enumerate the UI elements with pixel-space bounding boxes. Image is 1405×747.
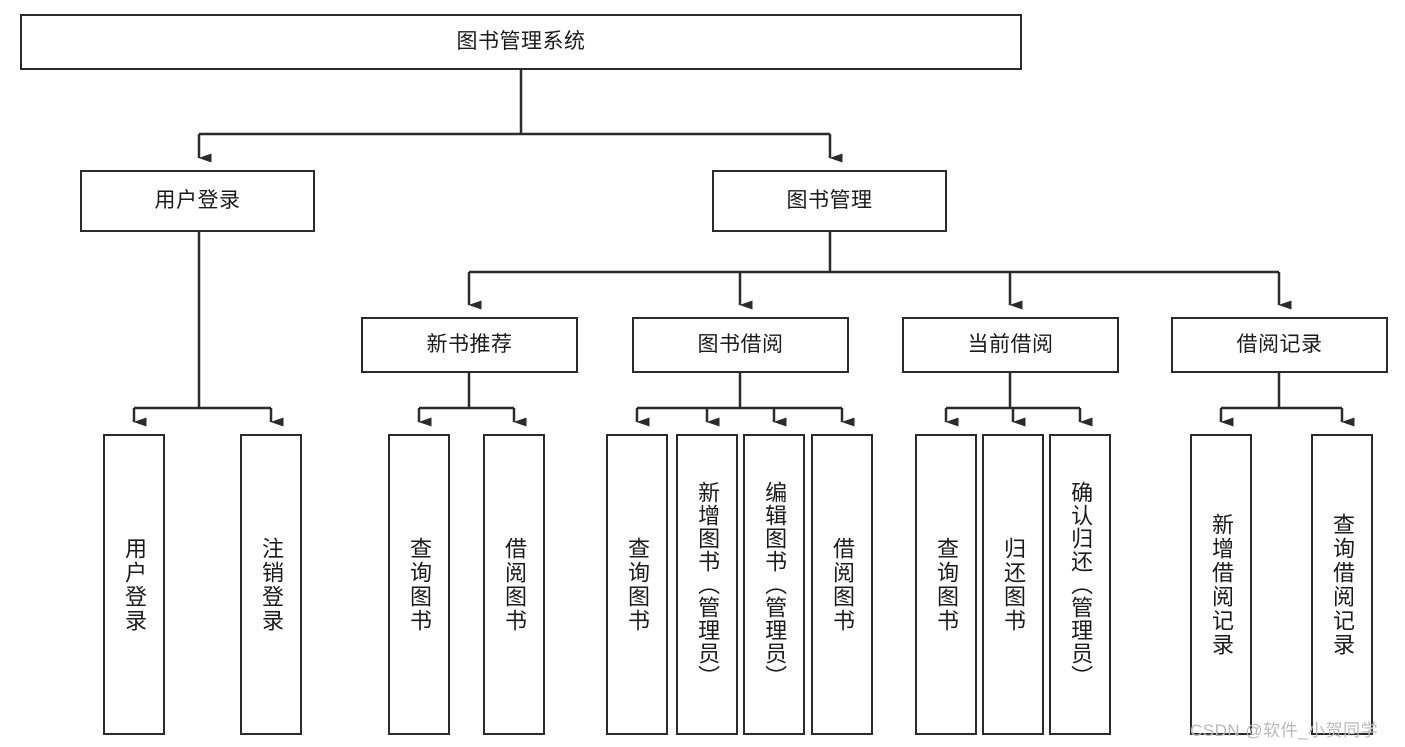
node-borrow-record[interactable]: 借阅记录 [1171, 317, 1388, 373]
node-leaf-edit-book[interactable]: 编辑图书（管理员） [743, 434, 805, 735]
node-leaf-borrow-book-2[interactable]: 借阅图书 [811, 434, 873, 735]
node-leaf-borrow-book-1[interactable]: 借阅图书 [483, 434, 545, 735]
node-new-book-rec-label: 新书推荐 [426, 332, 513, 356]
node-leaf-borrow-book-2-label: 借阅图书 [829, 536, 855, 633]
node-leaf-add-record-label: 新增借阅记录 [1208, 512, 1234, 657]
node-borrow-record-label: 借阅记录 [1236, 332, 1323, 356]
node-leaf-query-book-2[interactable]: 查询图书 [606, 434, 668, 735]
node-user-login-label: 用户登录 [154, 188, 241, 212]
node-leaf-query-book-2-label: 查询图书 [624, 536, 650, 633]
node-leaf-query-book-1-label: 查询图书 [406, 536, 432, 633]
node-leaf-add-book[interactable]: 新增图书（管理员） [676, 434, 738, 735]
node-leaf-user-logout[interactable]: 注销登录 [240, 434, 302, 735]
csdn-watermark: CSDN @软件_小贺同学 [1190, 721, 1379, 740]
node-leaf-confirm-return[interactable]: 确认归还（管理员） [1049, 434, 1111, 735]
node-book-borrow-label: 图书借阅 [697, 332, 784, 356]
node-leaf-user-login[interactable]: 用户登录 [103, 434, 165, 735]
node-leaf-add-book-label: 新增图书（管理员） [695, 481, 721, 688]
node-leaf-user-login-label: 用户登录 [121, 536, 147, 633]
node-leaf-edit-book-label: 编辑图书（管理员） [762, 481, 788, 688]
node-leaf-query-record[interactable]: 查询借阅记录 [1311, 434, 1373, 735]
node-leaf-query-record-label: 查询借阅记录 [1329, 512, 1355, 657]
node-root[interactable]: 图书管理系统 [20, 14, 1022, 70]
node-book-manage-label: 图书管理 [786, 188, 873, 212]
node-leaf-return-book-label: 归还图书 [1000, 536, 1026, 633]
node-leaf-query-book-1[interactable]: 查询图书 [388, 434, 450, 735]
node-leaf-user-logout-label: 注销登录 [258, 536, 284, 633]
node-root-label: 图书管理系统 [456, 29, 586, 53]
node-leaf-query-book-3[interactable]: 查询图书 [915, 434, 977, 735]
node-user-login[interactable]: 用户登录 [80, 170, 315, 232]
node-leaf-return-book[interactable]: 归还图书 [982, 434, 1044, 735]
node-leaf-confirm-return-label: 确认归还（管理员） [1068, 481, 1094, 688]
node-leaf-borrow-book-1-label: 借阅图书 [501, 536, 527, 633]
node-book-manage[interactable]: 图书管理 [712, 170, 947, 232]
node-leaf-query-book-3-label: 查询图书 [933, 536, 959, 633]
node-current-borrow-label: 当前借阅 [967, 332, 1054, 356]
node-leaf-add-record[interactable]: 新增借阅记录 [1190, 434, 1252, 735]
node-current-borrow[interactable]: 当前借阅 [902, 317, 1119, 373]
node-new-book-rec[interactable]: 新书推荐 [361, 317, 578, 373]
node-book-borrow[interactable]: 图书借阅 [632, 317, 849, 373]
